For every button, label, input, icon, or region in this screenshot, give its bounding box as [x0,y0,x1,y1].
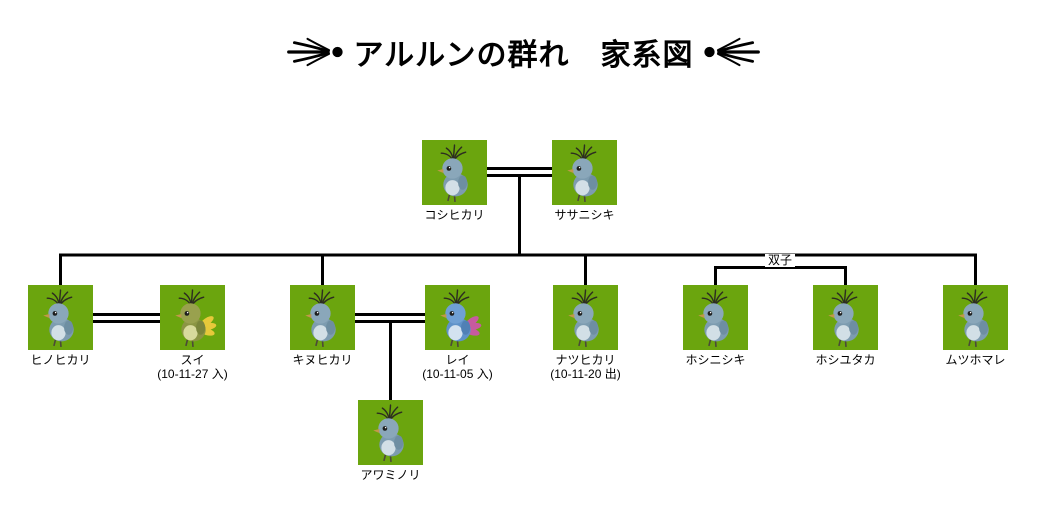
tree-node-awaminori[interactable]: アワミノリ [358,400,423,482]
bird-portrait-tile[interactable] [160,285,225,350]
node-name: ホシニシキ [685,353,746,367]
tree-node-hinohikari[interactable]: ヒノヒカリ [28,285,93,367]
tree-node-rei[interactable]: レイ (10-11-05 入) [422,285,493,381]
tree-node-hoshiyutaka[interactable]: ホシユタカ [813,285,878,367]
node-note: (10-11-27 入) [157,367,228,381]
bird-portrait-tile[interactable] [358,400,423,465]
tree-node-natsuhikari[interactable]: ナツヒカリ (10-11-20 出) [550,285,621,381]
bird-icon [439,289,483,348]
bird-icon [566,144,610,203]
node-name: ナツヒカリ [555,353,616,367]
bird-icon [372,404,416,463]
bird-portrait-tile[interactable] [943,285,1008,350]
bird-icon [42,289,86,348]
bird-icon [436,144,480,203]
bird-portrait-tile[interactable] [425,285,490,350]
tree-node-hoshinishiki[interactable]: ホシニシキ [683,285,748,367]
bird-portrait-tile[interactable] [28,285,93,350]
bird-portrait-tile[interactable] [422,140,487,205]
node-note: (10-11-20 出) [550,367,621,381]
tree-node-sasanishiki[interactable]: ササニシキ [552,140,617,222]
tree-node-koshihikari[interactable]: コシヒカリ [422,140,487,222]
bird-portrait-tile[interactable] [290,285,355,350]
bird-icon [697,289,741,348]
bird-portrait-tile[interactable] [813,285,878,350]
page-title: アルルンの群れ 家系図 [353,39,694,72]
node-name: スイ [180,353,205,367]
node-name: コシヒカリ [424,208,485,222]
tree-node-kinuhikari[interactable]: キヌヒカリ [290,285,355,367]
bird-portrait-tile[interactable] [553,285,618,350]
bird-icon [304,289,348,348]
node-name: アワミノリ [360,468,421,482]
tree-node-mutsuhomare[interactable]: ムツホマレ [943,285,1008,367]
twins-label: 双子 [764,254,796,267]
bird-icon [957,289,1001,348]
node-name: ササニシキ [554,208,615,222]
bird-portrait-tile[interactable] [683,285,748,350]
tree-node-sui[interactable]: スイ (10-11-27 入) [157,285,228,381]
node-name: ヒノヒカリ [30,353,91,367]
title-ornament-right-icon [703,37,760,67]
node-name: キヌヒカリ [292,353,353,367]
bird-portrait-tile[interactable] [552,140,617,205]
bird-icon [174,289,218,348]
title-bar: アルルンの群れ 家系図 [0,30,1047,74]
node-name: ムツホマレ [945,353,1006,367]
node-name: レイ [445,353,470,367]
node-note: (10-11-05 入) [422,367,493,381]
bird-icon [567,289,611,348]
bird-icon [827,289,871,348]
title-ornament-left-icon [287,37,344,67]
node-name: ホシユタカ [815,353,876,367]
